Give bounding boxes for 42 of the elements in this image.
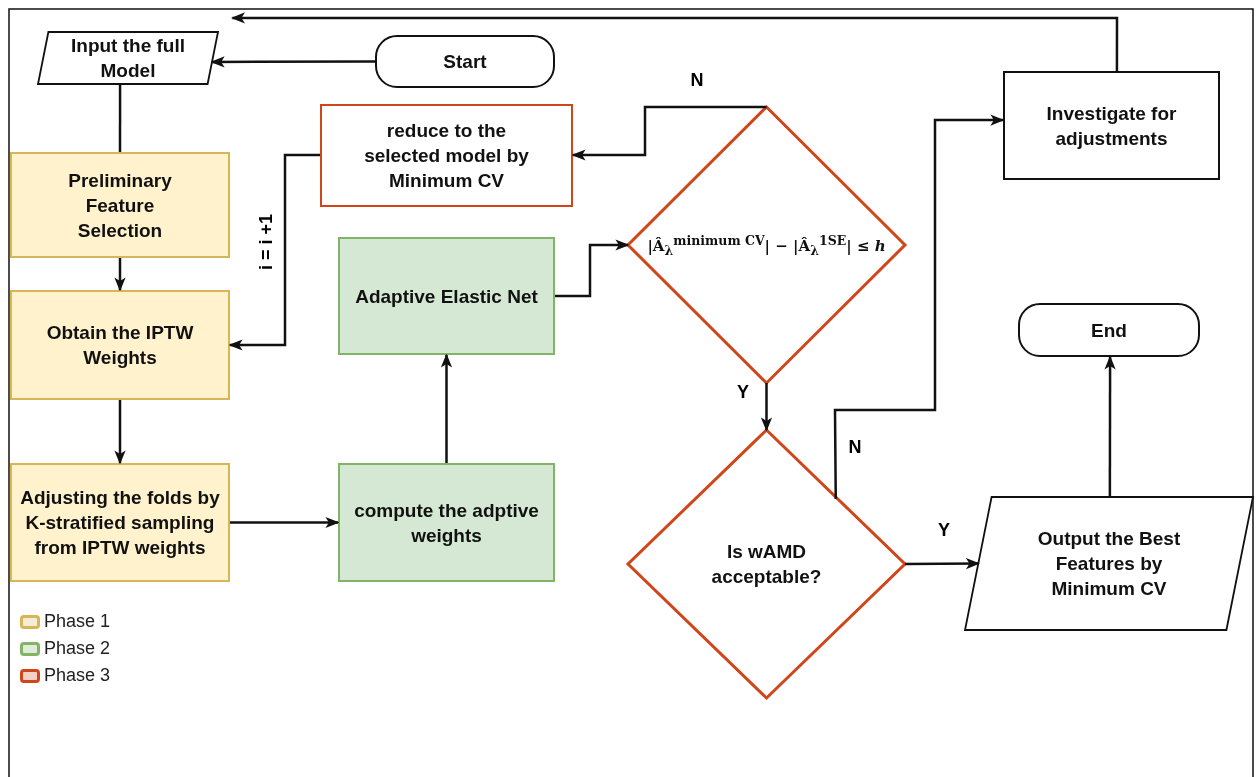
- process-box: [320, 104, 573, 207]
- process-box: [10, 152, 230, 258]
- arrow: [1104, 355, 1116, 497]
- process-box: [338, 463, 555, 582]
- decision-diamond: [628, 430, 905, 698]
- node-text: Adjusting the folds by K-stratified sampling from IPTW weights: [19, 486, 221, 560]
- node-text: reduce to the selected model by Minimum CV: [363, 119, 530, 193]
- arrow: [555, 239, 630, 298]
- arrow: [833, 114, 1005, 499]
- node-text: Obtain the IPTW Weights: [45, 321, 195, 370]
- node-text: Output the Best Features by Minimum CV: [1036, 527, 1182, 601]
- node-text: Is wAMD acceptable?: [710, 540, 823, 589]
- arrow: [905, 558, 980, 570]
- arrow: [114, 258, 126, 292]
- node-text: Investigate for adjustments: [1045, 101, 1178, 151]
- legend-label: Phase 3: [44, 665, 111, 686]
- node-text: End: [1091, 318, 1127, 343]
- node-text: compute the adptive weights: [353, 498, 540, 548]
- input-parallelogram: [38, 32, 218, 84]
- process-box: [338, 237, 555, 355]
- legend-label: Phase 1: [44, 611, 111, 632]
- arrow: [228, 153, 320, 351]
- start-terminal: [375, 35, 555, 88]
- arrow: [571, 105, 767, 161]
- process-box: [10, 290, 230, 400]
- node-text: Preliminary Feature Selection: [67, 168, 173, 243]
- process-box: [1003, 71, 1220, 180]
- node-text: Input the full Model: [70, 34, 186, 83]
- arrow: [440, 353, 453, 463]
- formula-text: |Â$_{λ}$$^{minimum CV}$| − |Â$_{λ}$$^{1SE}$| ≤ h: [647, 231, 886, 260]
- node-text: Adaptive Elastic Net: [355, 284, 538, 309]
- arrow: [230, 516, 340, 529]
- arrow: [760, 383, 773, 432]
- node-text: Start: [443, 50, 487, 74]
- arrow: [231, 12, 1119, 71]
- legend-label: Phase 2: [44, 638, 111, 659]
- end-terminal: [1018, 303, 1200, 357]
- decision-diamond: [628, 107, 905, 383]
- arrow: [210, 56, 375, 68]
- arrow: [114, 400, 126, 465]
- output-parallelogram: [965, 497, 1253, 630]
- process-box: [10, 463, 230, 582]
